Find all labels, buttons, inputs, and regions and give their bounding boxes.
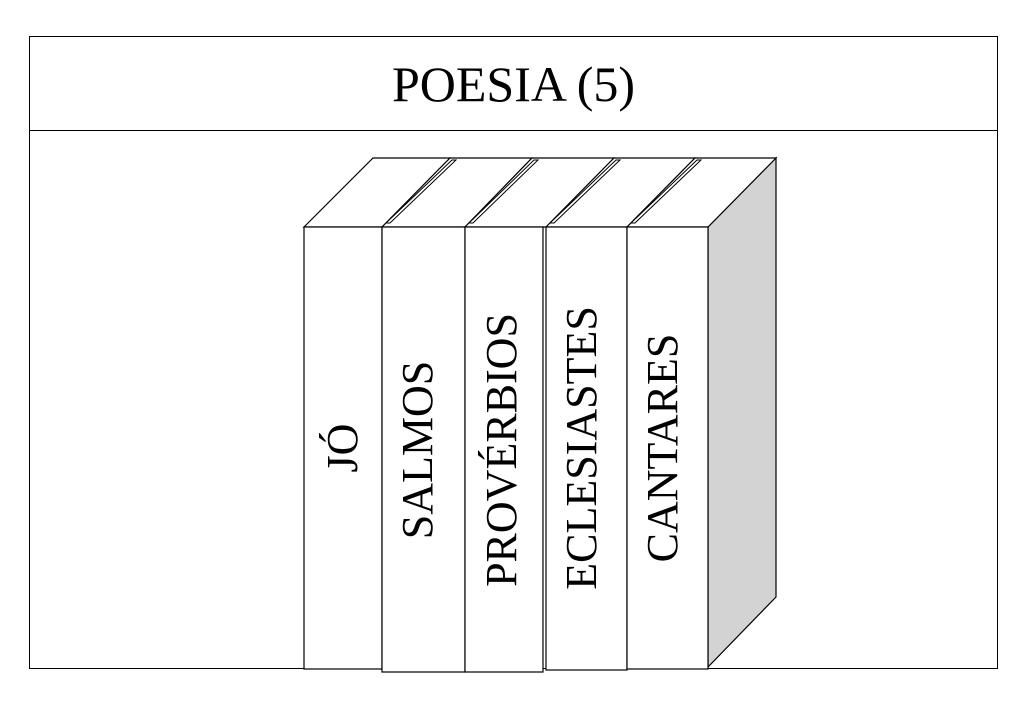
book-top-inner-edge: [629, 159, 703, 224]
book-top-inner-edge: [384, 159, 458, 224]
book-eclesiastes: ECLESIASTES: [544, 157, 697, 671]
book-salmos: SALMOS: [380, 157, 534, 673]
page-title: POESIA (5): [391, 55, 636, 112]
book-label-salmos: SALMOS: [393, 361, 442, 540]
book-top-inner-edge: [548, 159, 622, 224]
book-label-eclesiastes: ECLESIASTES: [557, 306, 606, 590]
book-side-panel: [707, 156, 777, 669]
title-bar: POESIA (5): [30, 37, 997, 131]
book-cantares: CANTARES: [625, 157, 778, 670]
book-jo: JÓ: [302, 157, 452, 670]
book-proverbios: PROVÉRBIOS: [463, 157, 616, 673]
book-spine: [464, 226, 544, 673]
book-spine: [626, 226, 709, 670]
book-label-jo: JÓ: [318, 424, 367, 473]
book-label-cantares: CANTARES: [638, 334, 687, 563]
book-spine: [545, 226, 628, 671]
book-top-inner-edge: [467, 159, 540, 224]
book-label-proverbios: PROVÉRBIOS: [477, 313, 526, 587]
book-spine: [381, 226, 466, 673]
